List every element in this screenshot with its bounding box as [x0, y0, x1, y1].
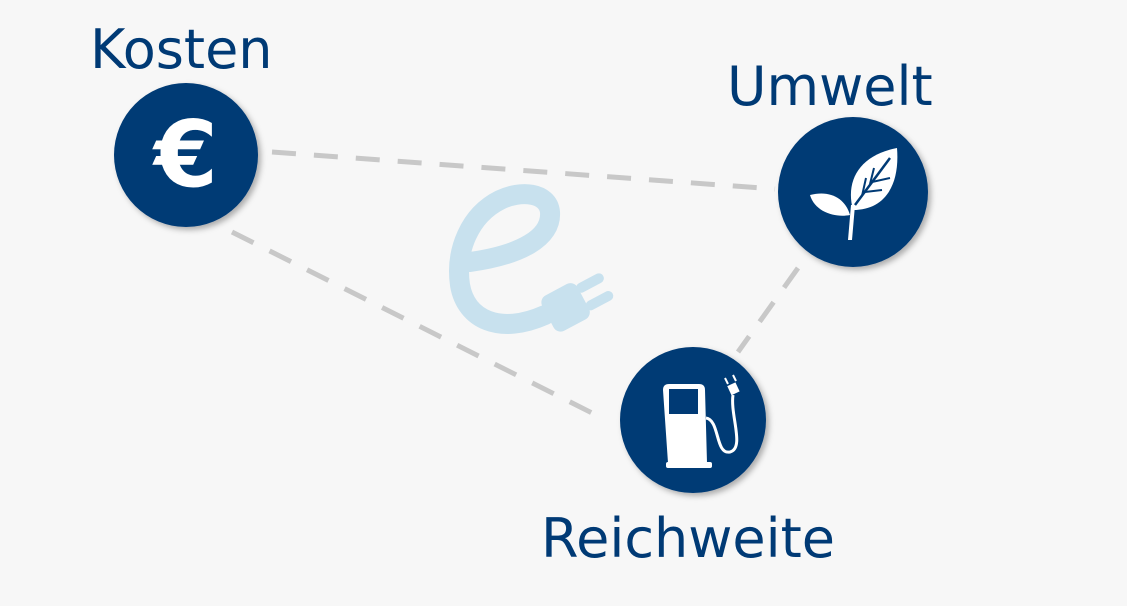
costs-node: € [114, 83, 258, 227]
euro-icon: € [152, 101, 218, 208]
label-environment: Umwelt [727, 55, 933, 118]
label-costs: Kosten [90, 18, 273, 81]
range-node [620, 347, 766, 493]
label-range: Reichweite [541, 507, 835, 570]
connector-costs-range [230, 229, 604, 421]
connector-costs-environment [271, 149, 776, 192]
environment-node [778, 117, 928, 267]
connector-environment-range [735, 266, 801, 354]
e-plug-logo-icon [449, 184, 614, 334]
leaf-plant-icon [810, 148, 898, 240]
charging-station-icon [663, 374, 740, 468]
